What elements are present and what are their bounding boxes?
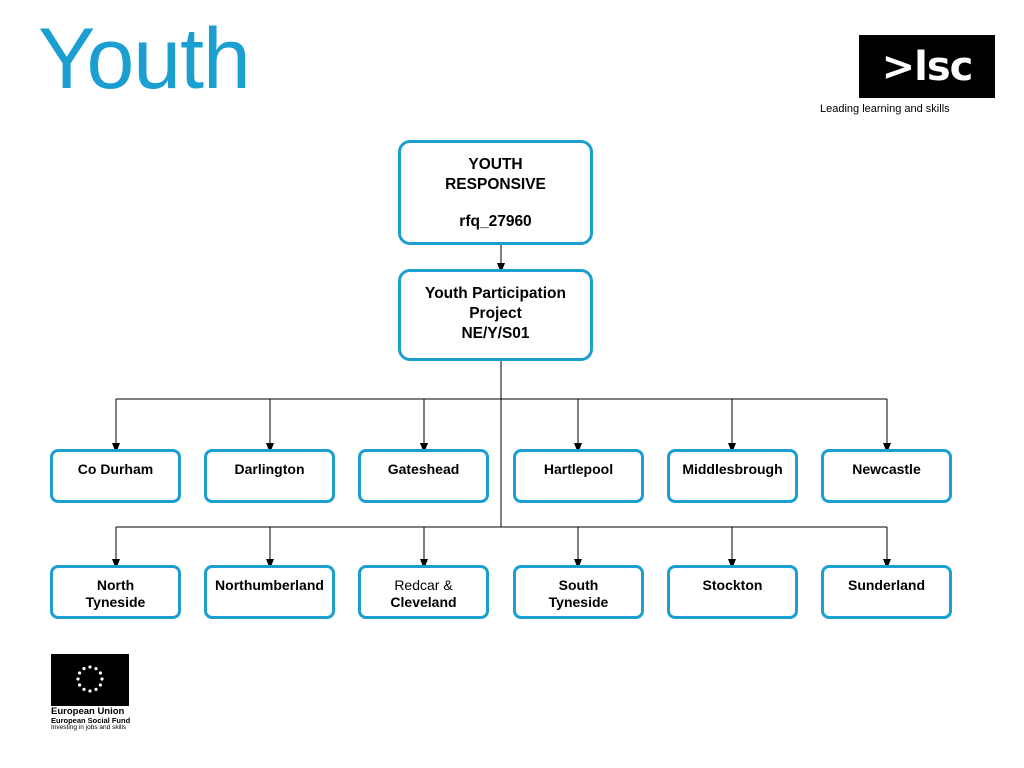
area-box-stockton: Stockton	[667, 565, 798, 619]
box-line: RESPONSIVE	[445, 176, 546, 193]
eu-stars-icon	[76, 665, 104, 693]
area-label: Hartlepool	[543, 461, 614, 477]
page-title: Youth	[38, 11, 251, 107]
box-line: YOUTH	[468, 156, 523, 173]
area-box-newcastle: Newcastle	[821, 449, 952, 503]
area-box-sunderland: Sunderland	[821, 565, 952, 619]
area-label: North	[96, 577, 135, 593]
area-box-redcar-cleveland: Redcar & Cleveland	[358, 565, 489, 619]
area-box-gateshead: Gateshead	[358, 449, 489, 503]
area-label: Redcar &	[394, 577, 453, 593]
box-line: NE/Y/S01	[461, 325, 530, 342]
area-label: Gateshead	[387, 461, 460, 477]
area-label: Sunderland	[847, 577, 925, 593]
area-box-darlington: Darlington	[204, 449, 335, 503]
area-label: South	[558, 577, 599, 593]
eu-line-1: European Union	[51, 706, 125, 717]
area-box-south-tyneside: South Tyneside	[513, 565, 644, 619]
area-label: Darlington	[234, 461, 305, 477]
box-line: Project	[469, 305, 522, 322]
area-box-hartlepool: Hartlepool	[513, 449, 644, 503]
area-label: Northumberland	[215, 577, 324, 593]
box-line: Youth Participation	[425, 285, 566, 302]
box-spacer	[401, 195, 590, 212]
area-box-northumberland: Northumberland	[204, 565, 335, 619]
eu-line-3: Investing in jobs and skills	[51, 723, 127, 731]
eu-logo-text: European Union European Social Fund Inve…	[51, 707, 171, 732]
area-box-north-tyneside: North Tyneside	[50, 565, 181, 619]
lsc-logo: >lsc	[859, 35, 995, 98]
eu-line-2: European Social Fund	[51, 715, 131, 725]
area-label: Co Durham	[77, 461, 154, 477]
area-label: Middlesbrough	[682, 461, 783, 477]
area-label: Tyneside	[548, 594, 609, 610]
lsc-tagline: Leading learning and skills	[820, 103, 950, 115]
area-label: Cleveland	[390, 594, 457, 610]
area-label: Stockton	[702, 577, 763, 593]
eu-flag-logo	[51, 654, 129, 706]
area-label: Tyneside	[85, 594, 146, 610]
area-label: Newcastle	[852, 461, 921, 477]
youth-responsive-box: YOUTH RESPONSIVE rfq_27960	[398, 140, 593, 245]
box-line: rfq_27960	[459, 213, 532, 230]
area-box-middlesbrough: Middlesbrough	[667, 449, 798, 503]
area-box-co-durham: Co Durham	[50, 449, 181, 503]
youth-participation-project-box: Youth Participation Project NE/Y/S01	[398, 269, 593, 361]
